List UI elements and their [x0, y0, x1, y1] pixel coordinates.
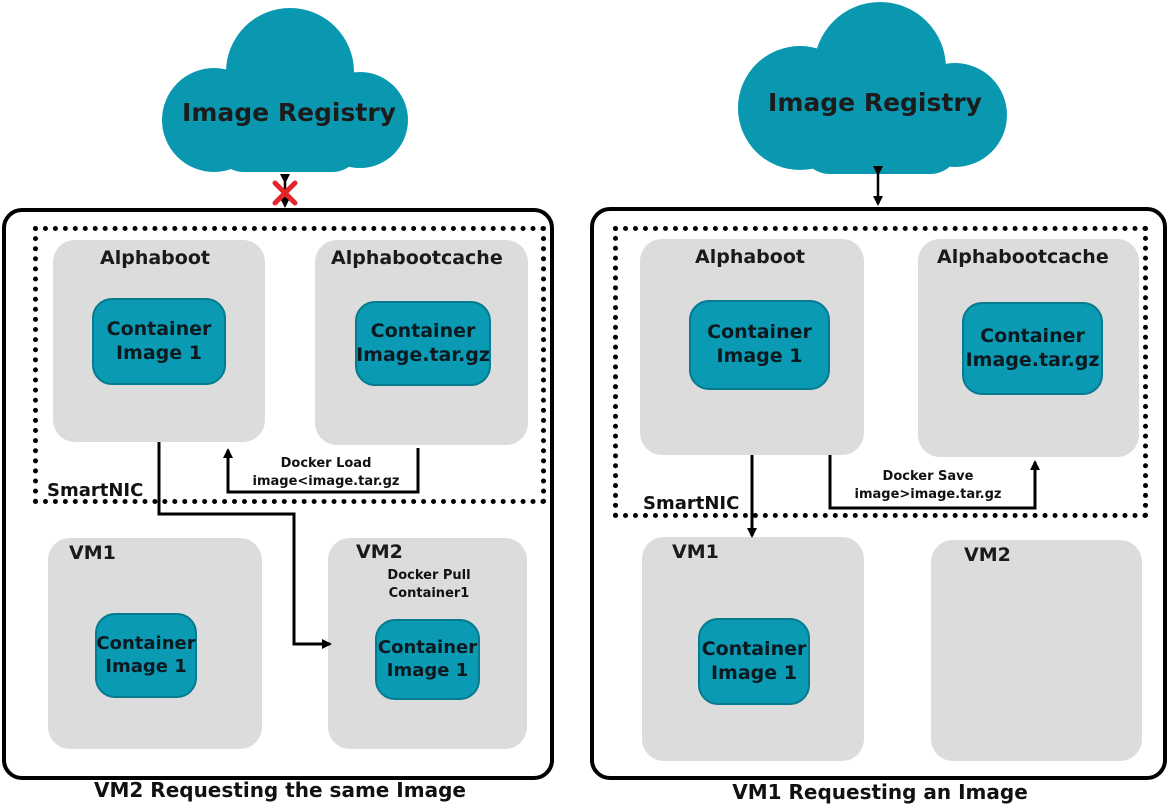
left-alphabootcache-container-line1: Container: [370, 319, 476, 342]
right-alphabootcache-title: Alphabootcache: [937, 246, 1109, 268]
left-vm1-container-line1: Container: [96, 633, 196, 654]
left-vm2-title: VM2: [356, 541, 403, 563]
right-alphaboot-container-line2: Image 1: [716, 345, 803, 367]
right-alphabootcache-container: Container Image.tar.gz: [962, 302, 1103, 395]
right-vm1-container-line2: Image 1: [710, 661, 797, 684]
left-cloud-icon: [162, 8, 408, 172]
left-caption: VM2 Requesting the same Image: [94, 778, 466, 802]
left-smartnic-label: SmartNIC: [47, 480, 144, 501]
right-alphabootcache-container-line2: Image.tar.gz: [965, 348, 1100, 371]
right-docker-save-arrow: [828, 455, 1040, 510]
left-docker-pull-line1: Docker Pull: [387, 568, 471, 583]
left-host-frame: [2, 208, 554, 780]
blocked-x-mark-icon: [272, 180, 298, 206]
right-caption: VM1 Requesting an Image: [732, 780, 1028, 804]
left-pull-arrow: [157, 442, 332, 649]
left-docker-load-line1: Docker Load: [280, 456, 372, 471]
left-vm1-title: VM1: [69, 542, 116, 564]
left-alphabootcache-title: Alphabootcache: [331, 247, 503, 269]
left-vm2-container-line1: Container: [377, 637, 478, 658]
right-host-frame: [590, 207, 1167, 780]
left-alphabootcache-container: Container Image.tar.gz: [355, 301, 491, 386]
right-alphabootcache-container-line1: Container: [980, 324, 1085, 347]
right-vm2-panel: [931, 540, 1142, 761]
right-docker-save-line2: image>image.tar.gz: [854, 487, 1002, 503]
right-cloud-icon: [738, 2, 1007, 174]
right-alphaboot-container-line1: Container: [707, 321, 812, 344]
left-docker-load-note: Docker Load image<image.tar.gz: [246, 455, 406, 491]
right-vm1-container: Container Image 1: [698, 618, 810, 705]
right-docker-save-note: Docker Save image>image.tar.gz: [848, 468, 1008, 504]
right-smartnic-label: SmartNIC: [643, 493, 740, 514]
left-cloud-label: Image Registry: [182, 98, 396, 127]
left-alphaboot-container-line2: Image 1: [115, 341, 202, 364]
left-vm1-container: Container Image 1: [95, 613, 197, 698]
left-smartnic-boundary: [33, 226, 546, 504]
right-alphaboot-title: Alphaboot: [695, 246, 805, 268]
left-alphaboot-container-line1: Container: [106, 317, 212, 340]
left-docker-load-line2: image<image.tar.gz: [252, 474, 400, 490]
left-docker-pull-line2: Container1: [388, 586, 470, 602]
right-vm1-container-line1: Container: [701, 637, 807, 660]
right-docker-save-line1: Docker Save: [882, 469, 974, 484]
left-vm1-container-line2: Image 1: [105, 655, 187, 677]
left-alphaboot-title: Alphaboot: [100, 247, 210, 269]
right-vm1-title: VM1: [672, 541, 719, 563]
left-vm2-container: Container Image 1: [375, 619, 480, 700]
left-docker-pull-note: Docker Pull Container1: [369, 567, 489, 603]
right-smartnic-boundary: [613, 226, 1148, 518]
left-docker-load-arrow: [223, 448, 420, 494]
right-cloud-label: Image Registry: [768, 88, 982, 117]
right-alphaboot-container: Container Image 1: [689, 300, 830, 390]
left-vm2-container-line2: Image 1: [386, 659, 469, 681]
left-alphaboot-container: Container Image 1: [92, 298, 226, 385]
right-vm2-title: VM2: [964, 544, 1011, 566]
left-alphabootcache-container-line2: Image.tar.gz: [356, 343, 490, 366]
